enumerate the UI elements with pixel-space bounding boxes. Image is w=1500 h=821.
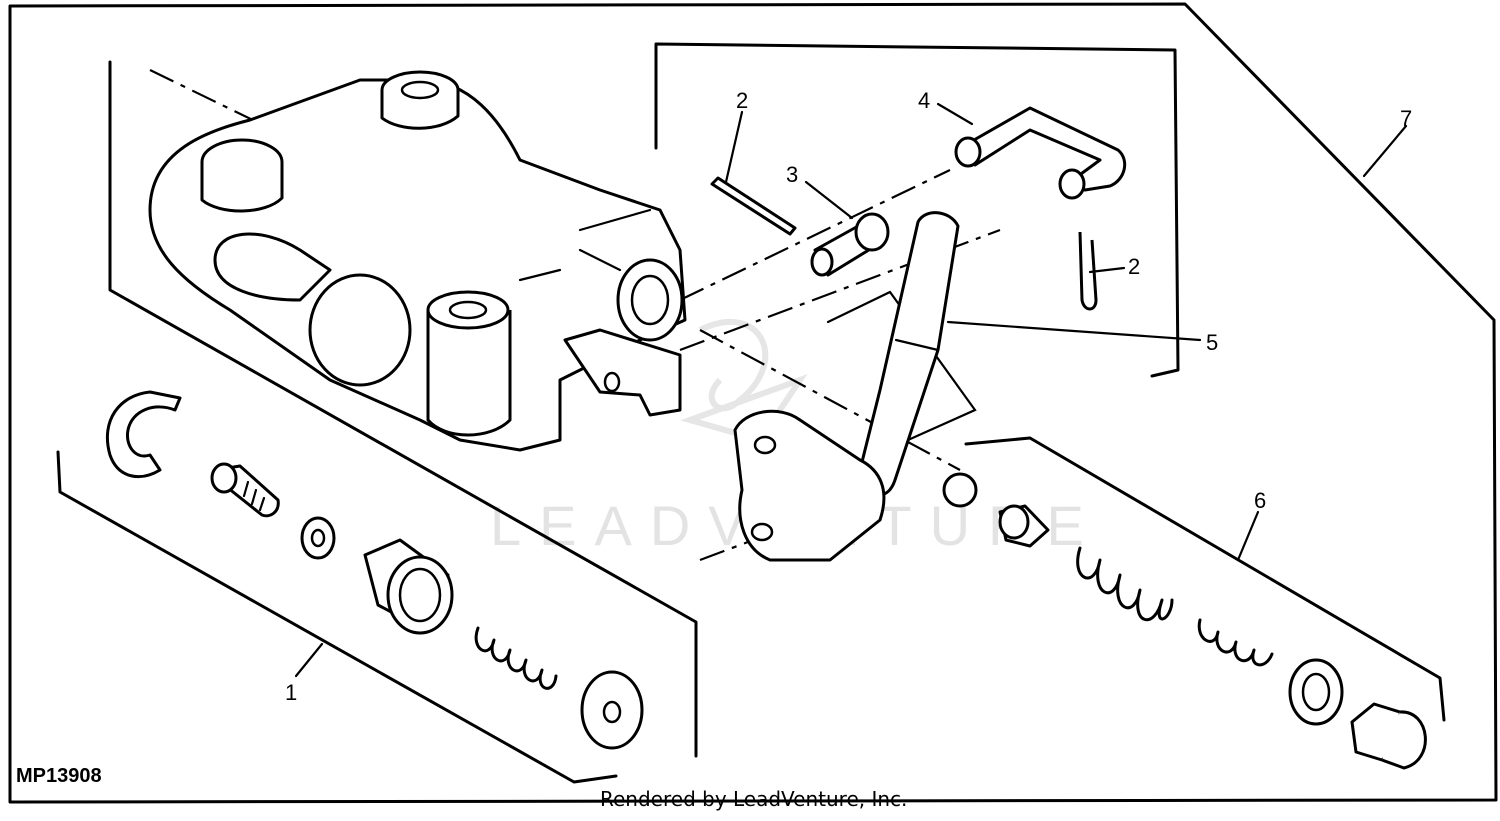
center-line-spool xyxy=(679,169,951,301)
snap-ring xyxy=(105,390,182,479)
valve-section-outline xyxy=(108,60,698,758)
leader-2b xyxy=(1088,266,1126,274)
ball xyxy=(942,472,978,508)
cap-washer xyxy=(580,670,644,750)
callout-1: 1 xyxy=(285,680,297,705)
spring-large xyxy=(1076,546,1174,622)
cotter-pin-left xyxy=(710,176,797,236)
washer-large xyxy=(1288,658,1344,726)
leader-5 xyxy=(946,320,1202,342)
callout-6: 6 xyxy=(1254,488,1266,513)
callout-5: 5 xyxy=(1206,330,1218,355)
callout-3: 3 xyxy=(786,162,798,187)
screw xyxy=(210,462,280,518)
group-1-bracket xyxy=(56,450,618,784)
clevis-pin xyxy=(810,212,890,277)
callout-7: 7 xyxy=(1400,106,1412,131)
figure-id: MP13908 xyxy=(16,765,102,787)
washer-small xyxy=(300,516,336,560)
pin-group-bracket xyxy=(654,42,1180,378)
center-line-plug xyxy=(699,329,961,471)
leader-6 xyxy=(1236,510,1260,562)
callout-4: 4 xyxy=(918,88,930,113)
spring-1 xyxy=(474,626,558,690)
plunger xyxy=(998,504,1050,548)
leader-3 xyxy=(804,180,854,220)
leader-4 xyxy=(936,102,974,126)
clevis-link xyxy=(954,106,1127,200)
outer-frame xyxy=(8,2,1498,804)
leader-7 xyxy=(1362,124,1408,178)
cap-nut xyxy=(1350,702,1427,770)
sleeve xyxy=(363,538,454,635)
watermark-logo xyxy=(680,318,808,444)
leader-2a xyxy=(724,110,744,184)
spring-small xyxy=(1197,618,1274,667)
lever xyxy=(733,211,960,562)
leader-1 xyxy=(294,642,324,678)
credit-text: Rendered by LeadVenture, Inc. xyxy=(600,787,907,811)
cotter-pin-right xyxy=(1078,231,1098,311)
callout-2-right: 2 xyxy=(1128,254,1140,279)
valve-body xyxy=(148,70,687,452)
group-6-bracket xyxy=(964,436,1446,722)
callout-2-top: 2 xyxy=(736,88,748,113)
